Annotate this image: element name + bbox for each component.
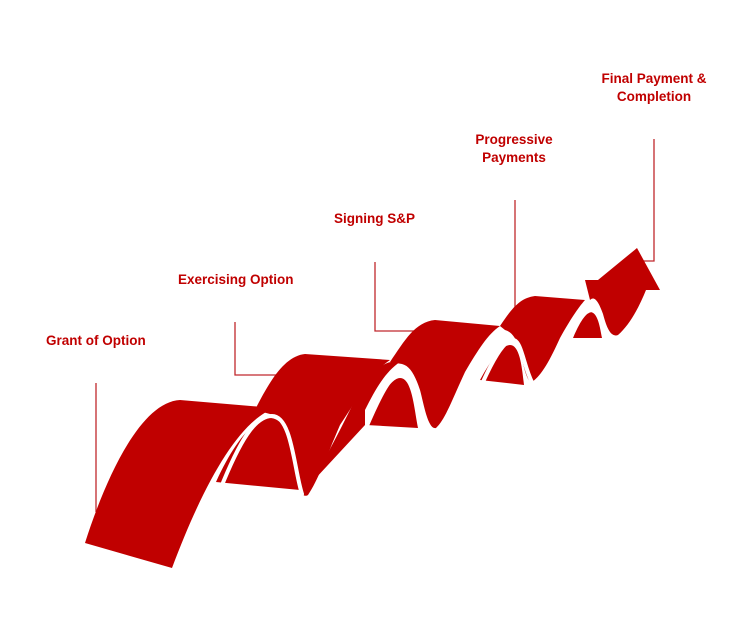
- leader-line-final: [642, 139, 655, 262]
- ribbon-wave-4: [500, 296, 585, 382]
- ribbon-body-2: [302, 362, 400, 493]
- step-label-exercise: Exercising Option: [178, 272, 294, 287]
- ribbon-wave-2: [255, 354, 390, 496]
- step-label-grant: Grant of Option: [46, 333, 146, 348]
- step-label-final-line1: Final Payment &: [601, 71, 707, 86]
- step-label-progressive-line1: Progressive: [475, 132, 553, 147]
- ribbon-wave-3: [390, 320, 500, 429]
- step-label-progressive: Progressive Payments: [471, 131, 557, 167]
- step-label-final-line2: Completion: [616, 89, 692, 104]
- ribbon-back-3: [480, 345, 524, 385]
- ribbon-back-2: [366, 378, 418, 428]
- step-label-signing: Signing S&P: [334, 211, 415, 226]
- ribbon-back-4: [570, 312, 602, 338]
- leader-line-signing: [374, 262, 420, 332]
- arrow-head: [585, 248, 660, 336]
- ribbon-wave-1: [85, 400, 275, 568]
- ribbon-back-1: [216, 418, 300, 490]
- step-label-progressive-line2: Payments: [482, 150, 546, 165]
- leader-line-exercise: [234, 322, 280, 376]
- step-label-final: Final Payment & Completion: [596, 70, 712, 106]
